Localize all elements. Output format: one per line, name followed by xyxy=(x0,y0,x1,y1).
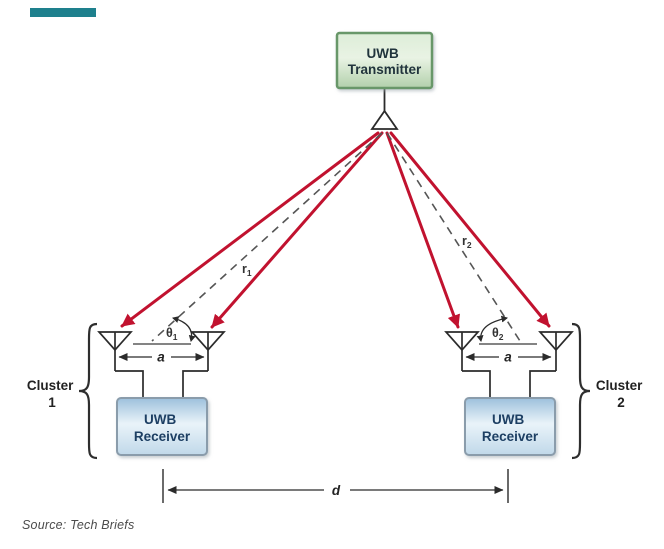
signal-path-2 xyxy=(210,131,384,329)
signal-path-1 xyxy=(120,131,380,328)
receiver-antenna-icon-right-1 xyxy=(444,331,480,371)
d-dimension: d xyxy=(162,469,509,503)
r1-label: r1 xyxy=(242,262,252,278)
receiver-antenna-icon-left-2 xyxy=(190,331,226,371)
range-line-r1 xyxy=(151,132,383,342)
receiver-connectors-left xyxy=(115,370,208,398)
angle-arc-theta1 xyxy=(172,316,196,342)
source-caption: Source: Tech Briefs xyxy=(22,518,135,532)
cluster2-brace xyxy=(571,322,591,460)
receiver-label-left: UWB Receiver xyxy=(134,412,191,444)
signal-paths xyxy=(120,131,551,329)
range-line-r2 xyxy=(386,132,521,342)
receiver-connectors-right xyxy=(462,370,556,398)
receiver-box-right: UWB Receiver xyxy=(464,397,556,456)
transmitter-box: UWB Transmitter xyxy=(335,31,434,90)
receiver-label-right: UWB Receiver xyxy=(482,412,539,444)
receiver-antenna-icon-right-2 xyxy=(538,331,574,371)
accent-bar xyxy=(30,8,96,17)
receiver-antenna-icon-left-1 xyxy=(97,331,133,371)
signal-path-4 xyxy=(389,131,551,328)
d-label: d xyxy=(332,483,341,498)
a-label-right: a xyxy=(504,350,512,365)
cluster1-brace xyxy=(78,322,98,460)
theta1-label: θ1 xyxy=(166,326,178,342)
cluster2-label: Cluster 2 xyxy=(596,378,646,410)
receiver-box-left: UWB Receiver xyxy=(116,397,208,456)
r2-label: r2 xyxy=(462,234,472,250)
angle-arc-theta2 xyxy=(476,315,508,342)
range-lines xyxy=(151,132,521,342)
transmitter-antenna-icon xyxy=(370,88,399,130)
theta2-label: θ2 xyxy=(492,326,504,342)
transmitter-label: UWB Transmitter xyxy=(348,46,422,77)
signal-path-3 xyxy=(385,131,460,329)
a-label-left: a xyxy=(157,350,165,365)
cluster1-label: Cluster 1 xyxy=(27,378,77,410)
